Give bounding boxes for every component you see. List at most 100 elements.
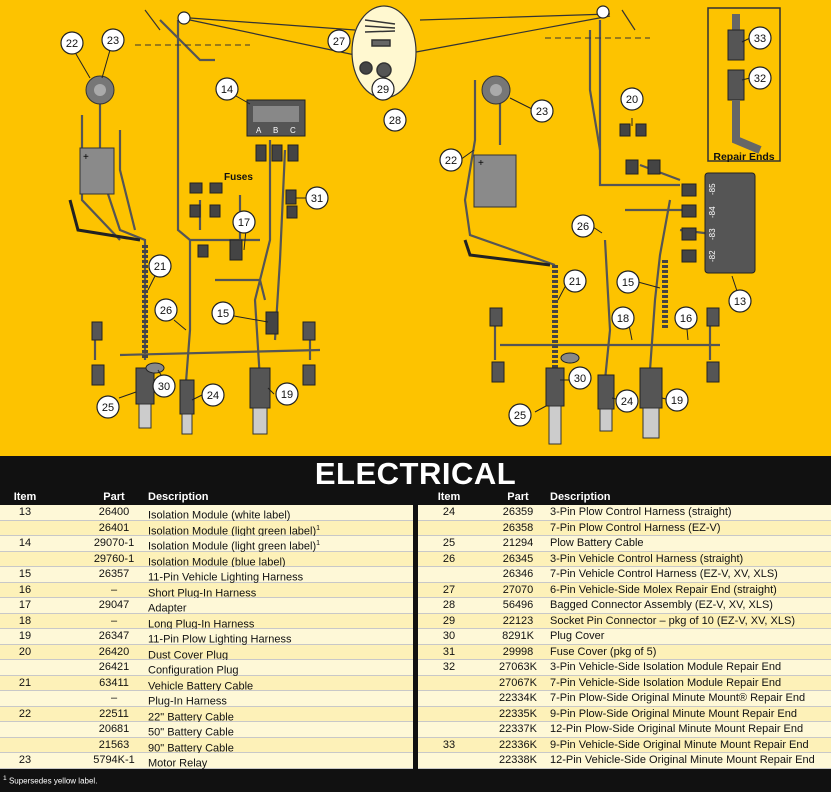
part-cell: 26345: [502, 552, 534, 565]
table-header-left: Item Part Description: [0, 490, 413, 505]
description-cell: Isolation Module (light green label)1: [148, 540, 321, 553]
part-cell: 26421: [98, 661, 130, 673]
svg-text:+: +: [478, 158, 484, 169]
callout-14: 14: [221, 84, 233, 96]
module-pin-c: C: [290, 126, 296, 135]
part-cell: 26400: [98, 506, 130, 518]
footnote: 1 Supersedes yellow label.: [3, 775, 97, 786]
part-cell: 22334K: [499, 692, 537, 704]
description-cell: 3-Pin Vehicle Control Harness (straight): [550, 552, 744, 565]
module-pin-b: B: [273, 126, 278, 135]
callout-27: 27: [333, 36, 345, 48]
table-row: 22338K 12-Pin Vehicle-Side Original Minut…: [418, 753, 831, 769]
item-cell: 16: [18, 583, 32, 596]
description-cell: Plug Cover: [550, 630, 605, 642]
callout-19-left: 19: [281, 389, 293, 401]
description-cell: 12-Pin Vehicle-Side Original Minute Moun…: [550, 754, 815, 766]
table-header-right: Item Part Description: [418, 490, 831, 505]
table-row: 26346 7-Pin Vehicle Control Harness (EZ-V…: [418, 567, 831, 583]
item-cell: 18: [18, 614, 32, 627]
molex-pin-82: -82: [708, 250, 717, 262]
description-cell: Isolation Module (blue label): [148, 556, 286, 569]
header-item: Item: [13, 491, 37, 503]
description-cell: 3-Pin Plow Control Harness (straight): [550, 506, 732, 518]
callout-22-left: 22: [66, 38, 78, 50]
description-cell: Vehicle Battery Cable: [148, 680, 254, 693]
wiring-diagram: + + A B C Fuses -85 -84 -83 -82: [60, 5, 781, 445]
item-cell: 33: [442, 738, 456, 751]
callout-25-left: 25: [102, 402, 114, 414]
part-cell: 26346: [502, 568, 534, 580]
description-cell: Plow Battery Cable: [550, 537, 644, 549]
callout-21-left: 21: [154, 261, 166, 273]
description-cell: Adapter: [148, 602, 187, 615]
item-cell: 30: [442, 630, 456, 642]
callout-17: 17: [238, 217, 250, 229]
description-cell: 7-Pin Plow-Side Original Minute Mount® R…: [550, 692, 806, 704]
part-cell: 22123: [502, 614, 534, 627]
item-cell: 14: [18, 537, 32, 549]
header-part: Part: [507, 491, 529, 503]
description-cell: Bagged Connector Assembly (EZ-V, XV, XLS…: [550, 599, 773, 611]
molex-pin-85: -85: [708, 183, 717, 195]
part-cell: 29760-1: [93, 552, 135, 565]
item-cell: 21: [18, 676, 32, 689]
description-cell: Motor Relay: [148, 757, 208, 770]
callout-20: 20: [626, 94, 638, 106]
table-row: 26 26345 3-Pin Vehicle Control Harness (st…: [418, 551, 831, 567]
part-cell: 26357: [98, 568, 130, 580]
header-part: Part: [103, 491, 125, 503]
item-cell: 31: [442, 645, 456, 658]
description-cell: 12-Pin Plow-Side Original Minute Mount R…: [550, 723, 804, 735]
item-cell: 24: [442, 506, 456, 518]
table-row: 22334K 7-Pin Plow-Side Original Minute Mo…: [418, 691, 831, 707]
callout-15-left: 15: [217, 308, 229, 320]
part-cell: –: [110, 692, 118, 704]
part-cell: 22335K: [499, 707, 537, 720]
description-cell: Isolation Module (white label): [148, 509, 291, 522]
description-cell: 22" Battery Cable: [148, 711, 234, 724]
callout-22-right: 22: [445, 155, 457, 167]
description-cell: Short Plug-In Harness: [148, 587, 257, 600]
description-cell: 11-Pin Plow Lighting Harness: [148, 633, 292, 646]
part-cell: 27067K: [499, 676, 537, 689]
callout-26-left: 26: [160, 305, 172, 317]
part-cell: 63411: [99, 676, 129, 689]
part-cell: 29998: [502, 645, 534, 658]
header-description: Description: [550, 491, 611, 503]
callout-15-right: 15: [622, 277, 634, 289]
part-cell: 26347: [98, 630, 130, 642]
callout-30-right: 30: [574, 373, 586, 385]
callout-31: 31: [311, 193, 323, 205]
description-cell: 11-Pin Vehicle Lighting Harness: [148, 571, 304, 584]
header-description: Description: [148, 491, 209, 503]
callout-21-right: 21: [569, 276, 581, 288]
description-cell: Long Plug-In Harness: [148, 618, 255, 631]
item-cell: 17: [18, 599, 32, 611]
table-row: –Plug-In Harness: [0, 691, 413, 708]
repair-ends-label: Repair Ends: [713, 151, 774, 163]
callout-13: 13: [734, 296, 746, 308]
item-cell: 13: [18, 506, 32, 518]
part-cell: 22338K: [499, 754, 537, 766]
part-cell: 20681: [98, 723, 130, 735]
description-cell: 7-Pin Vehicle Control Harness (EZ-V, XV,…: [550, 568, 778, 580]
description-cell: 9-Pin Plow-Side Original Minute Mount Re…: [550, 707, 798, 720]
part-cell: 26401: [98, 521, 130, 534]
svg-text:+: +: [83, 152, 89, 163]
callout-32: 32: [754, 73, 766, 85]
module-pin-a: A: [256, 126, 262, 135]
callout-28: 28: [389, 115, 401, 127]
item-cell: 26: [442, 552, 456, 565]
